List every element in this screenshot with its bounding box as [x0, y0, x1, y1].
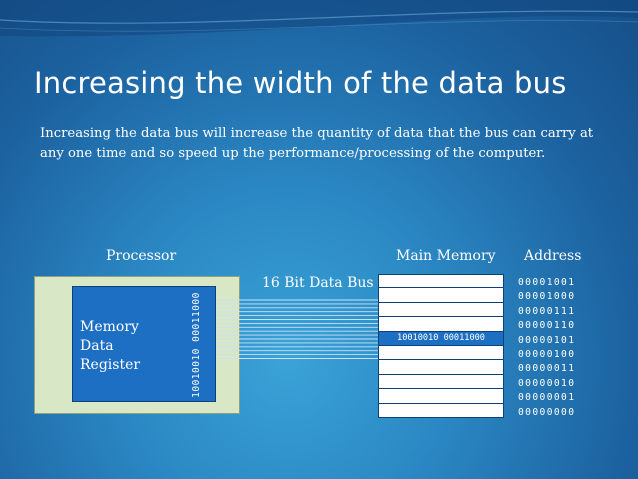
- register-label: Memory Data Register: [80, 318, 180, 375]
- address-value: 00000010: [518, 377, 576, 389]
- slide-body-text: Increasing the data bus will increase th…: [40, 126, 594, 161]
- address-value: 00000111: [518, 305, 576, 317]
- address-list: 00001001 00001000 00000111 00000110 00000101…: [518, 276, 598, 420]
- memory-cell: [378, 288, 504, 303]
- slide-title: Increasing the width of the data bus: [34, 66, 567, 100]
- address-value: 00001001: [518, 277, 576, 288]
- memory-data-register: [72, 286, 216, 402]
- address-value: 00000110: [518, 320, 576, 332]
- memory-cell: [378, 403, 504, 418]
- address-value: 00001000: [518, 291, 576, 303]
- memory-cell: 10010010 00011000: [378, 331, 504, 346]
- main-memory-label: Main Memory: [396, 248, 496, 264]
- address-value: 00000000: [518, 406, 576, 418]
- memory-cell: [378, 317, 504, 332]
- memory-cell: [378, 374, 504, 390]
- header-swoosh: [0, 0, 638, 37]
- memory-cell: [378, 389, 504, 404]
- address-value: 00000100: [518, 348, 576, 360]
- address-value: 00000001: [518, 392, 576, 404]
- register-label-line: Register: [80, 357, 141, 373]
- address-value: 00000011: [518, 363, 576, 375]
- memory-cell: [378, 345, 504, 361]
- address-label: Address: [524, 248, 582, 264]
- data-bus-label: 16 Bit Data Bus: [262, 275, 374, 291]
- register-contents: 10010010 00011000: [191, 292, 202, 398]
- main-memory: 10010010 00011000: [378, 274, 504, 418]
- memory-cell: [378, 360, 504, 375]
- register-label-line: Memory: [80, 319, 139, 335]
- memory-cell: [378, 302, 504, 318]
- register-label-line: Data: [80, 338, 114, 354]
- bus-lines: [216, 299, 378, 359]
- memory-cell: [378, 274, 504, 289]
- processor-label: Processor: [106, 248, 177, 264]
- address-value: 00000101: [518, 334, 576, 346]
